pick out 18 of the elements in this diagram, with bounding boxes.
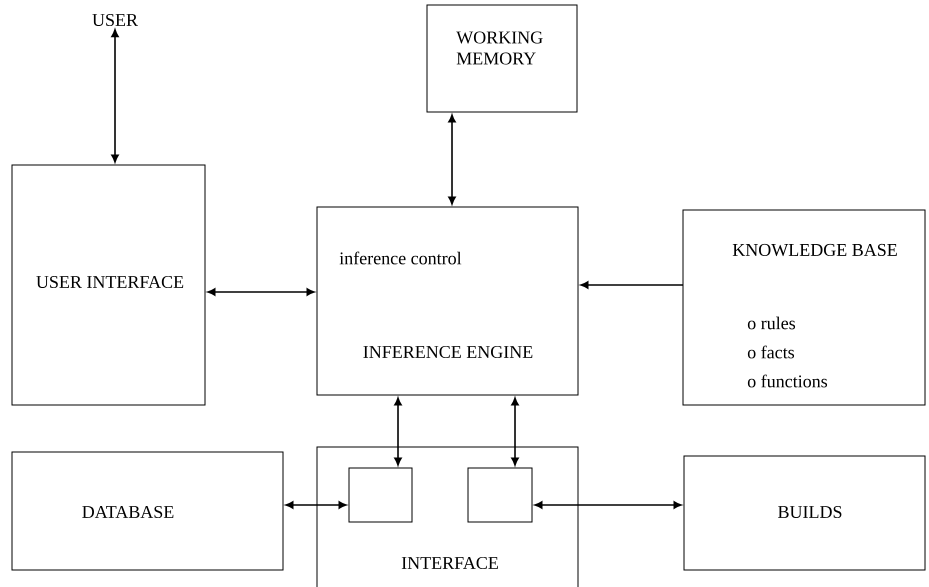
component-box: inference control INFERENCE ENGINE [316, 206, 578, 396]
arrow [207, 288, 315, 296]
arrow [534, 501, 682, 509]
arrow [511, 398, 519, 466]
arrow [111, 29, 119, 163]
arrow [580, 281, 682, 289]
arrow [448, 114, 456, 205]
component-box: USER INTERFACE [12, 164, 206, 406]
port-box [468, 468, 532, 522]
actor-label: USER [92, 14, 138, 26]
component-box: DATABASE [12, 452, 284, 570]
component-box: KNOWLEDGE BASE o rules o facts o functions [682, 210, 926, 406]
arrow [286, 501, 347, 509]
component-box: BUILDS [684, 456, 926, 570]
port-box [348, 468, 412, 522]
component-box: INTERFACE [316, 446, 578, 587]
component-box: WORKING MEMORY [426, 4, 578, 112]
arrow [394, 398, 402, 466]
